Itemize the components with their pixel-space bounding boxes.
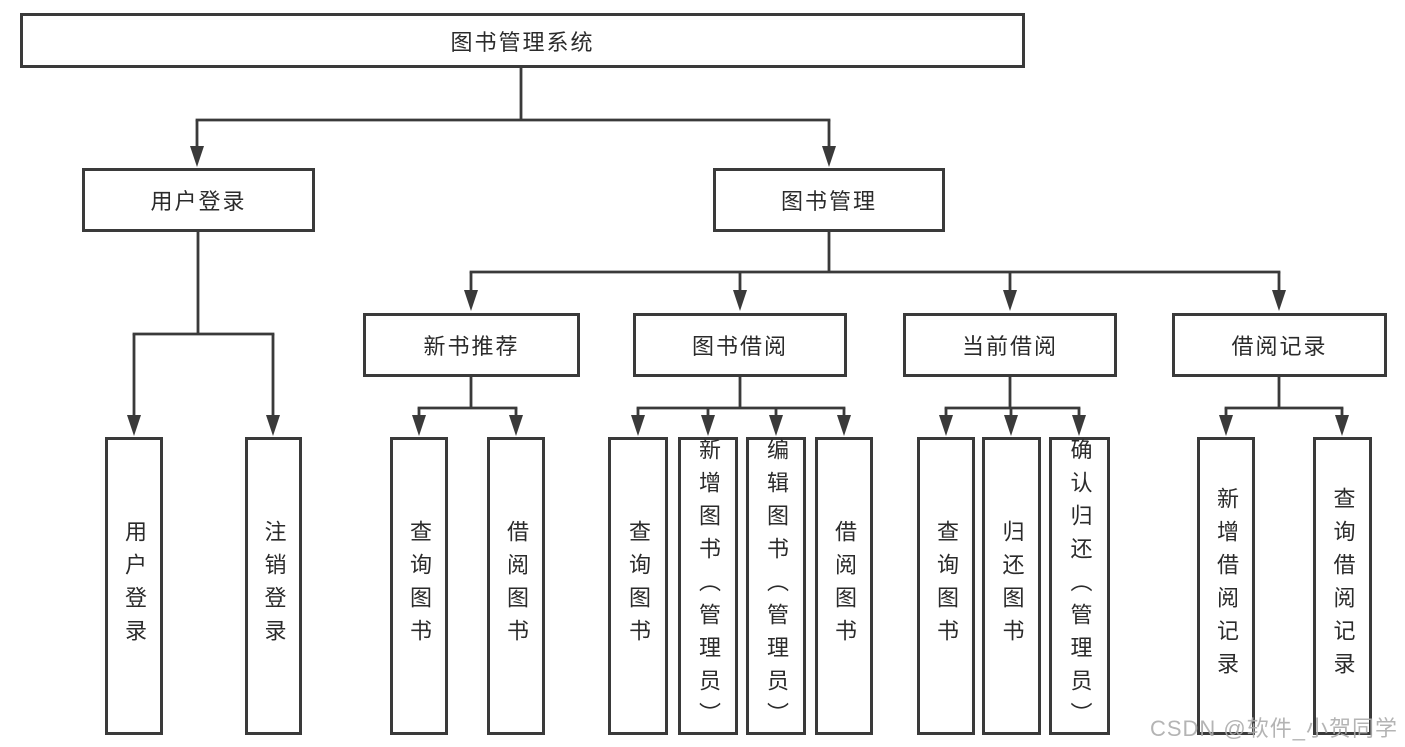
csdn-watermark: CSDN @软件_小贺同学 bbox=[1149, 716, 1398, 741]
node-borrowing-records: 借阅记录 bbox=[1172, 313, 1387, 377]
leaf-borrow-books-borrowing: 借阅图书 bbox=[815, 437, 873, 735]
leaf-user-login: 用户登录 bbox=[105, 437, 163, 735]
leaf-label: 查询借阅记录 bbox=[1330, 487, 1356, 685]
leaf-label: 确认归还（管理员） bbox=[1067, 437, 1093, 735]
leaf-label: 编辑图书（管理员） bbox=[764, 437, 789, 735]
leaf-label: 注销登录 bbox=[261, 520, 287, 652]
node-new-book-recommend: 新书推荐 bbox=[363, 313, 580, 377]
leaf-label: 查询图书 bbox=[407, 520, 432, 652]
leaf-label: 查询图书 bbox=[934, 520, 959, 652]
node-book-borrowing: 图书借阅 bbox=[633, 313, 847, 377]
leaf-label: 新增借阅记录 bbox=[1214, 487, 1239, 685]
leaf-borrow-books-recommend: 借阅图书 bbox=[487, 437, 545, 735]
leaf-query-borrow-record: 查询借阅记录 bbox=[1313, 437, 1372, 735]
leaf-query-books-borrowing: 查询图书 bbox=[608, 437, 668, 735]
leaf-confirm-return-admin: 确认归还（管理员） bbox=[1049, 437, 1110, 735]
leaf-add-book-admin: 新增图书（管理员） bbox=[678, 437, 738, 735]
leaf-query-books-current: 查询图书 bbox=[917, 437, 975, 735]
leaf-edit-book-admin: 编辑图书（管理员） bbox=[746, 437, 806, 735]
leaf-label: 借阅图书 bbox=[504, 520, 529, 652]
leaf-logout: 注销登录 bbox=[245, 437, 302, 735]
leaf-label: 借阅图书 bbox=[832, 520, 857, 652]
node-library-system: 图书管理系统 bbox=[20, 13, 1025, 68]
arrowheads bbox=[127, 146, 1349, 436]
node-user-login: 用户登录 bbox=[82, 168, 315, 232]
leaf-add-borrow-record: 新增借阅记录 bbox=[1197, 437, 1255, 735]
leaf-label: 归还图书 bbox=[999, 520, 1025, 652]
node-current-borrowing: 当前借阅 bbox=[903, 313, 1117, 377]
node-book-management: 图书管理 bbox=[713, 168, 945, 232]
leaf-return-book: 归还图书 bbox=[982, 437, 1041, 735]
leaf-query-books-recommend: 查询图书 bbox=[390, 437, 448, 735]
leaf-label: 新增图书（管理员） bbox=[696, 437, 721, 735]
leaf-label: 用户登录 bbox=[122, 520, 147, 652]
leaf-label: 查询图书 bbox=[626, 520, 651, 652]
